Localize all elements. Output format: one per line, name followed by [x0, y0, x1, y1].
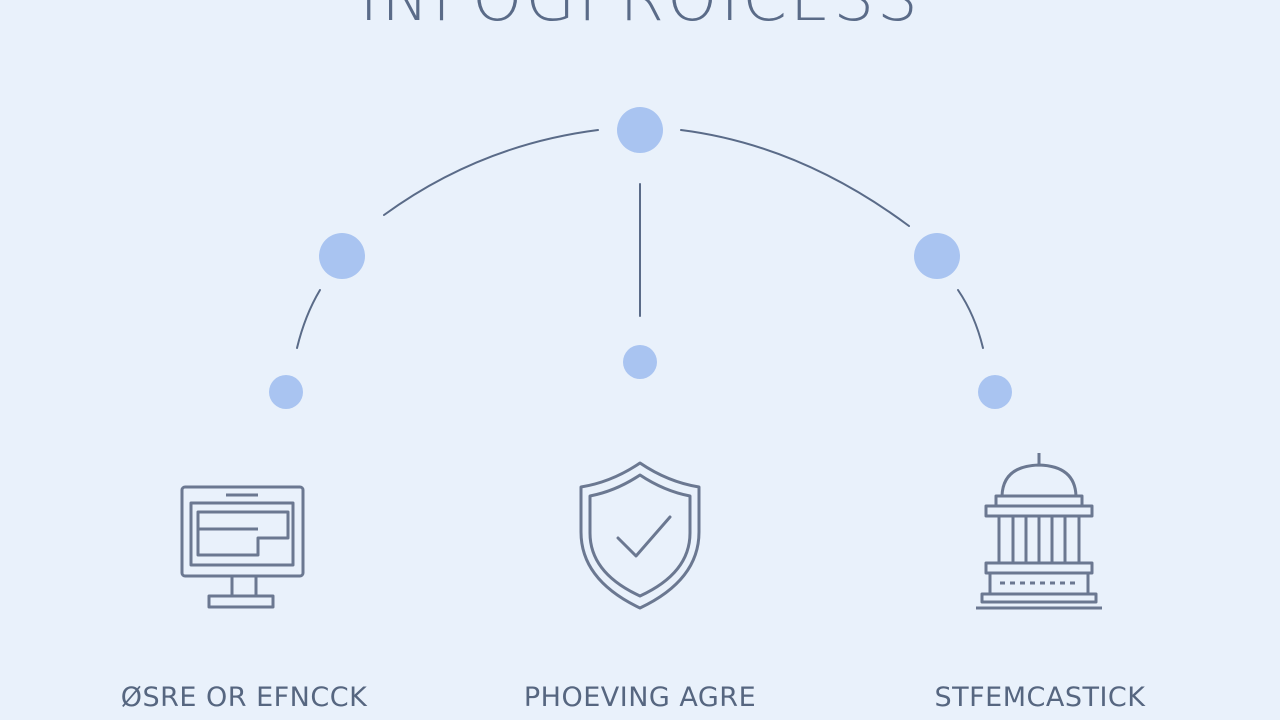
node-right-upper	[914, 233, 960, 279]
node-center-lower	[623, 345, 657, 379]
monitor-icon	[180, 485, 305, 609]
node-left-lower	[269, 375, 303, 409]
shield-check-icon	[579, 461, 701, 610]
arc-connector-right-lower	[957, 289, 984, 349]
node-right-lower	[978, 375, 1012, 409]
node-top	[617, 107, 663, 153]
arc-connector-left-upper	[383, 129, 599, 216]
step-label-2: PHOEVING AGRE	[523, 682, 757, 713]
arc-connector-left-lower	[296, 289, 321, 349]
diagram-title: INFOGPROICESS	[0, 0, 1280, 36]
arc-connector-right-upper	[680, 129, 910, 227]
government-building-icon	[976, 453, 1102, 610]
step-label-3: STFEMCASTICK	[934, 682, 1146, 713]
node-left-upper	[319, 233, 365, 279]
step-label-1: ØSRE OR EFNCCK	[120, 682, 368, 713]
